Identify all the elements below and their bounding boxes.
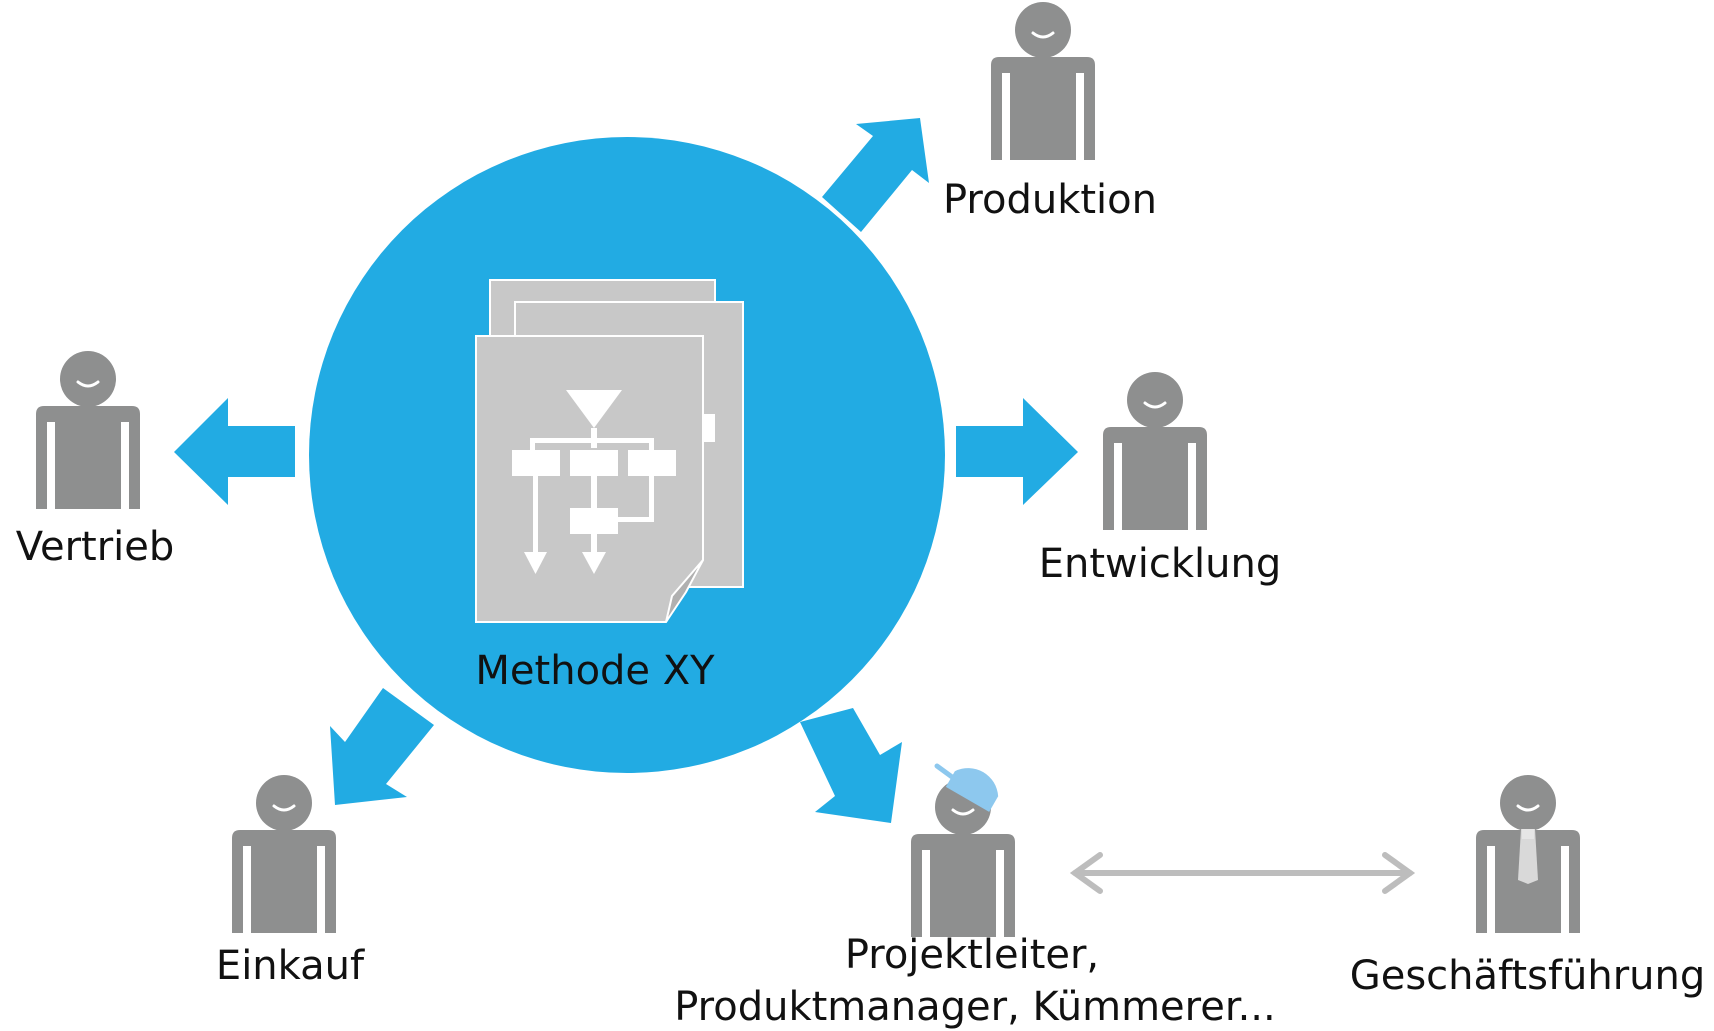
person-icon-produktion (989, 0, 1097, 162)
arrow-to-vertrieb (174, 398, 295, 505)
helmet-icon (934, 763, 999, 812)
label-geschaeftsfuehrung: Geschäftsführung (1349, 953, 1706, 999)
label-einkauf: Einkauf (215, 943, 365, 989)
arrow-to-projektleiter (800, 708, 902, 823)
center-label: Methode XY (475, 648, 715, 694)
tie-icon (1518, 829, 1538, 884)
document-stack-icon (475, 279, 744, 623)
label-produktion: Produktion (943, 177, 1157, 223)
label-projektleiter-line1: Projektleiter, (844, 932, 1100, 978)
flowchart-icon (512, 390, 676, 574)
person-icon-entwicklung (1101, 370, 1209, 532)
arrow-to-entwicklung (956, 398, 1078, 505)
arrow-to-einkauf (330, 688, 434, 805)
label-entwicklung: Entwicklung (1038, 541, 1282, 587)
label-vertrieb: Vertrieb (15, 524, 175, 570)
person-icon-einkauf (230, 773, 338, 935)
person-icon-projektleiter (909, 777, 1017, 939)
double-arrow-connector (1069, 852, 1416, 894)
arrow-to-produktion (822, 118, 929, 232)
person-icon-vertrieb (34, 349, 142, 511)
label-projektleiter-line2: Produktmanager, Kümmerer... (674, 984, 1276, 1030)
